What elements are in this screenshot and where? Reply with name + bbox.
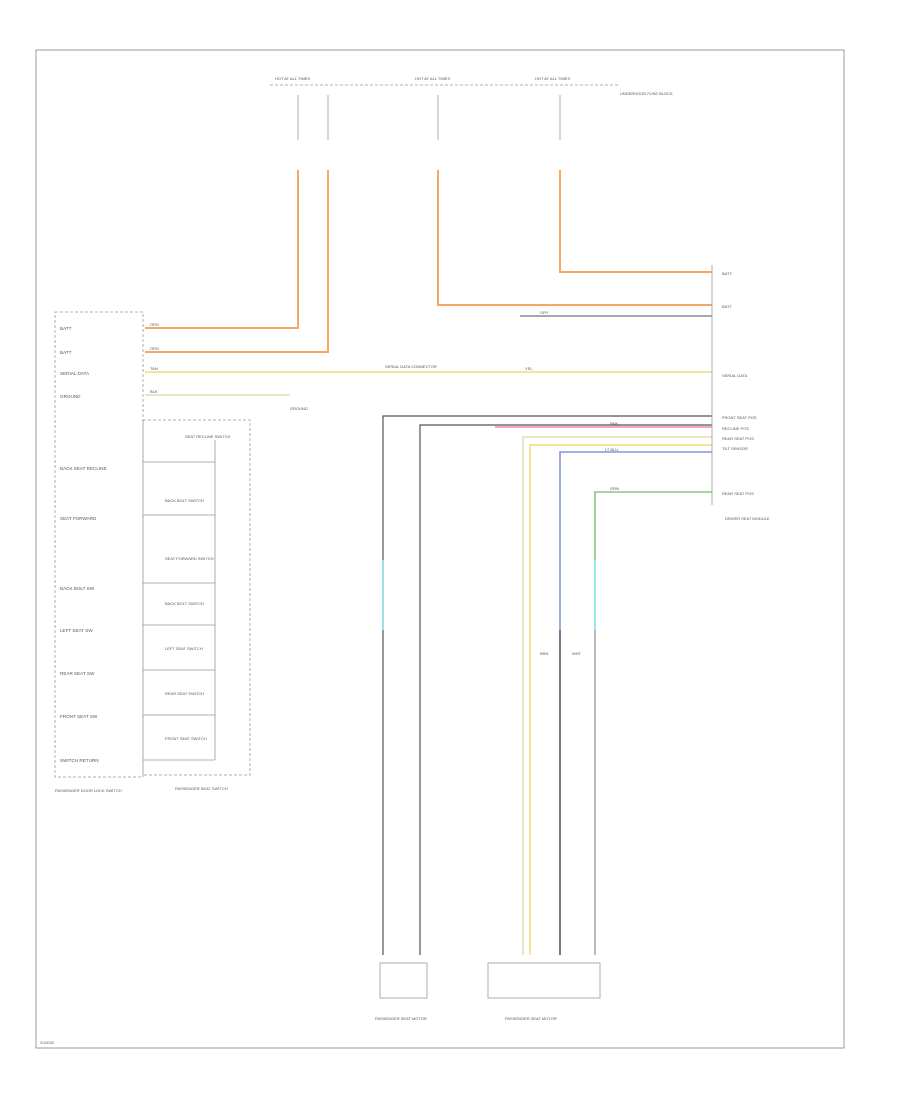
bottom-left-motor-label: PASSENGER SEAT MOTOR [375,1016,427,1021]
switch-item-4: BACK BOLT SWITCH [165,601,204,606]
underhood-fuse-box-label: UNDERHOOD FUSE BLOCK [620,91,673,96]
batt-feed-wire-2 [145,170,329,353]
fuse-label-3: HOT AT ALL TIMES [535,76,570,81]
left-pin-1: BATT [60,326,72,331]
right-pin-2: BATT [722,304,732,309]
right-module-label: DRIVER SEAT MODULE [725,516,770,521]
batt-feed-wire-1 [145,170,299,329]
left-pin-11: SWITCH RETURN [60,758,99,763]
batt-feed-wire-4 [559,170,712,273]
green-wire [594,491,712,560]
left-pin-10: FRONT SEAT SW [60,714,98,719]
right-pin-7: TILT SENSOR [722,446,748,451]
left-pin-8: LEFT SEAT SW [60,628,93,633]
left-module-box [54,311,144,778]
left-pin-5: BACK SEAT RECLINE [60,466,107,471]
left-module-label: PASSENGER DOOR LOCK SWITCH [55,788,122,793]
wire-label-blk: BLK [150,389,158,394]
left-pin-2: BATT [60,350,72,355]
right-pin-3: SERIAL DATA [722,373,748,378]
bottom-right-motor-label: PASSENGER SEAT MOTOR [505,1016,557,1021]
wire-label-gry: GRY [540,310,549,315]
ground-label: GROUND [290,406,308,411]
switch-item-6: REAR SEAT SWITCH [165,691,204,696]
corner-id: G10042 [40,1040,55,1045]
wire-label-lt-blu: LT BLU [605,447,618,452]
switch-item-5: LEFT SEAT SWITCH [165,646,203,651]
wire-label-org-1: ORG [150,322,159,327]
switch-item-1: SEAT RECLINE SWITCH [185,434,231,439]
bottom-right-motor-box [487,962,601,999]
black-wire-b [419,424,712,955]
fuse-label-2: HOT AT ALL TIMES [415,76,450,81]
left-pin-3: SERIAL DATA [60,371,90,376]
right-pin-6: REAR SEAT POS [722,436,754,441]
left-pin-9: REAR SEAT SW [60,671,95,676]
wire-label-tan: TAN [150,366,158,371]
right-pin-5: RECLINE POS [722,426,749,431]
seat-switch-label: PASSENGER SEAT SWITCH [175,786,228,791]
yellow-wire [529,444,712,955]
batt-feed-wire-3 [437,170,712,306]
blue-wire [559,451,712,630]
left-pin-6: SEAT FORWARD [60,516,97,521]
wire-label-grn: GRN [610,486,619,491]
splice-label: SERIAL DATA CONNECTOR [385,364,437,369]
left-pin-4: GROUND [60,394,81,399]
wire-label-yel: YEL [525,366,533,371]
right-pin-1: BATT [722,271,732,276]
diagram-frame [35,49,845,1049]
tan-wire [522,436,712,955]
switch-item-7: FRONT SEAT SWITCH [165,736,207,741]
fuse-label-1: HOT AT ALL TIMES [275,76,310,81]
switch-item-2: BACK BOLT SWITCH [165,498,204,503]
top-fuse-block: HOT AT ALL TIMES HOT AT ALL TIMES HOT AT… [270,76,673,140]
wire-label-org-2: ORG [150,346,159,351]
right-pin-8: REAR SEAT POS [722,491,754,496]
seat-switch-box [142,419,251,776]
wire-label-wht: WHT [572,651,582,656]
black-wire-a [382,415,712,955]
wire-label-brn: BRN [540,651,549,656]
bottom-left-motor-box [379,962,428,999]
left-pin-7: BACK BOLT SW [60,586,95,591]
switch-item-3: SEAT FORWARD SWITCH [165,556,214,561]
wire-label-pnk: PNK [610,421,619,426]
right-pin-4: FRONT SEAT POS [722,415,757,420]
